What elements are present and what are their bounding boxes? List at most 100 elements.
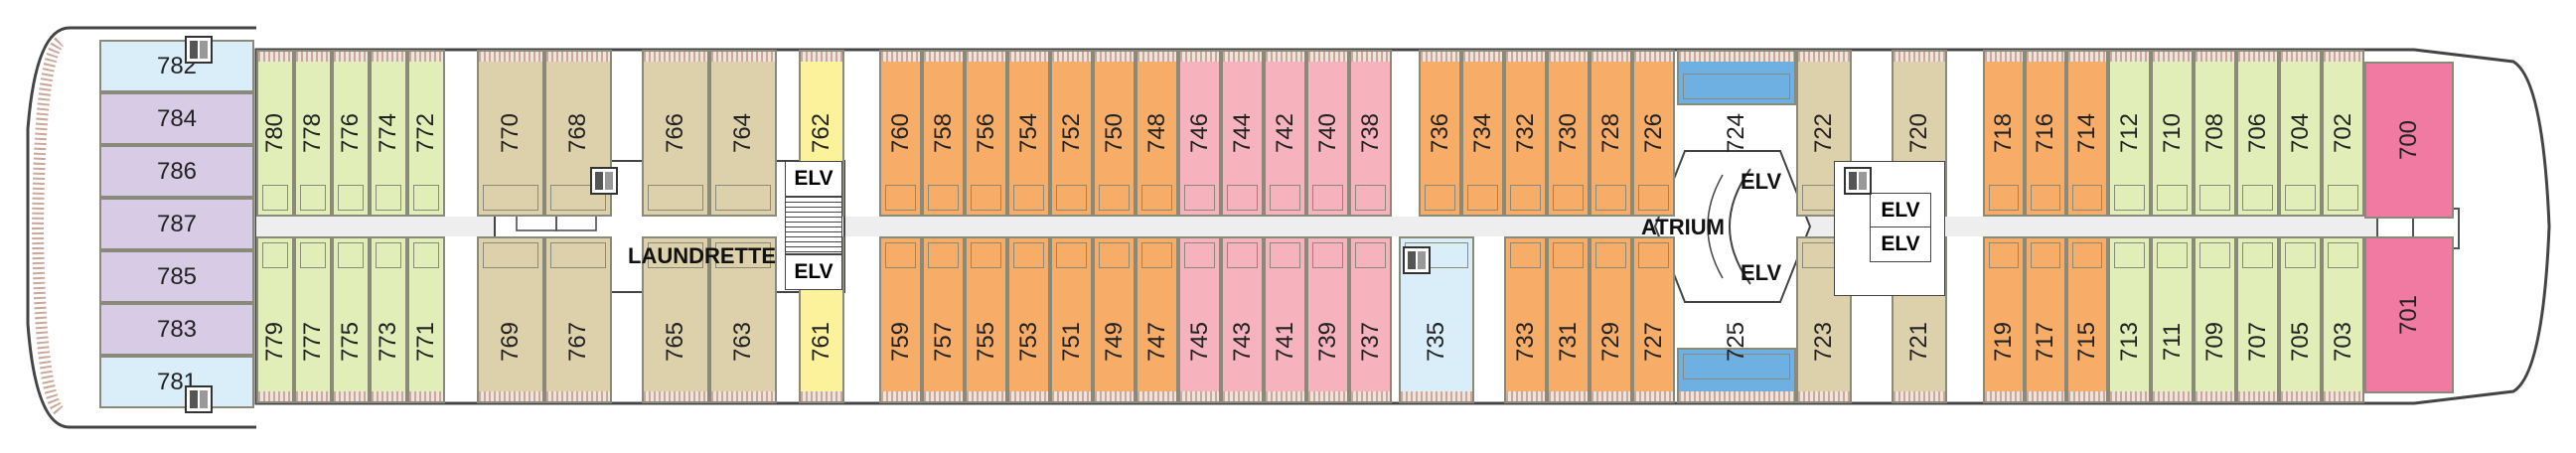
cabin-718[interactable]: 718 [1983,50,2025,217]
cabin-739[interactable]: 739 [1306,236,1349,403]
cabin-701[interactable]: 701 [2364,236,2454,393]
cabin-730[interactable]: 730 [1547,50,1590,217]
balcony-railing [1308,52,1347,62]
cabin-709[interactable]: 709 [2194,236,2236,403]
cabin-751[interactable]: 751 [1050,236,1093,403]
cabin-769[interactable]: 769 [477,236,544,403]
cabin-707[interactable]: 707 [2236,236,2279,403]
cabin-717[interactable]: 717 [2025,236,2066,403]
cabin-778[interactable]: 778 [294,50,332,217]
cabin-760[interactable]: 760 [879,50,922,217]
cabin-783[interactable]: 783 [99,303,254,356]
cabin-711[interactable]: 711 [2151,236,2194,403]
cabin-776[interactable]: 776 [332,50,370,217]
cabin-756[interactable]: 756 [965,50,1007,217]
cabin-bathroom [1099,185,1130,211]
cabin-708[interactable]: 708 [2194,50,2236,217]
cabin-755[interactable]: 755 [965,236,1007,403]
cabin-750[interactable]: 750 [1093,50,1136,217]
cabin-754[interactable]: 754 [1007,50,1050,217]
balcony-railing [967,391,1005,401]
cabin-784[interactable]: 784 [99,92,254,145]
cabin-774[interactable]: 774 [370,50,407,217]
cabin-753[interactable]: 753 [1007,236,1050,403]
cabin-710[interactable]: 710 [2151,50,2194,217]
balcony-railing [2068,391,2106,401]
cabin-759[interactable]: 759 [879,236,922,403]
cabin-bathroom [648,242,703,268]
cabin-bathroom [2031,185,2060,211]
cabin-740[interactable]: 740 [1306,50,1349,217]
cabin-number: 739 [1313,321,1341,363]
cabin-782[interactable]: 782 [99,40,254,92]
cabin-764[interactable]: 764 [709,50,777,217]
cabin-731[interactable]: 731 [1547,236,1590,403]
cabin-bathroom [2072,242,2102,268]
cabin-715[interactable]: 715 [2066,236,2108,403]
cabin-743[interactable]: 743 [1221,236,1264,403]
cabin-765[interactable]: 765 [642,236,709,403]
cabin-766[interactable]: 766 [642,50,709,217]
cabin-726[interactable]: 726 [1632,50,1675,217]
cabin-bathroom [1141,185,1172,211]
cabin-705[interactable]: 705 [2279,236,2322,403]
balcony-railing [296,52,330,62]
cabin-734[interactable]: 734 [1461,50,1504,217]
cabin-772[interactable]: 772 [407,50,445,217]
cabin-780[interactable]: 780 [256,50,294,217]
cabin-704[interactable]: 704 [2279,50,2322,217]
cabin-749[interactable]: 749 [1093,236,1136,403]
cabin-738[interactable]: 738 [1349,50,1392,217]
cabin-742[interactable]: 742 [1264,50,1306,217]
cabin-763[interactable]: 763 [709,236,777,403]
cabin-758[interactable]: 758 [922,50,965,217]
cabin-706[interactable]: 706 [2236,50,2279,217]
cabin-713[interactable]: 713 [2108,236,2151,403]
cabin-733[interactable]: 733 [1504,236,1547,403]
cabin-714[interactable]: 714 [2066,50,2108,217]
balcony-railing [1052,52,1091,62]
balcony-railing [1180,391,1219,401]
balcony-railing [1798,391,1850,401]
cabin-737[interactable]: 737 [1349,236,1392,403]
cabin-781[interactable]: 781 [99,356,254,408]
cabin-703[interactable]: 703 [2322,236,2364,403]
cabin-785[interactable]: 785 [99,250,254,303]
cabin-787[interactable]: 787 [99,198,254,250]
cabin-724[interactable]: 724 [1677,50,1796,153]
cabin-741[interactable]: 741 [1264,236,1306,403]
cabin-752[interactable]: 752 [1050,50,1093,217]
cabin-736[interactable]: 736 [1419,50,1461,217]
cabin-757[interactable]: 757 [922,236,965,403]
balcony-railing [1591,52,1630,62]
cabin-number: 709 [2200,321,2228,363]
cabin-779[interactable]: 779 [256,236,294,403]
cabin-732[interactable]: 732 [1504,50,1547,217]
cabin-770[interactable]: 770 [477,50,544,217]
cabin-777[interactable]: 777 [294,236,332,403]
cabin-712[interactable]: 712 [2108,50,2151,217]
cabin-number: 777 [299,321,326,363]
cabin-773[interactable]: 773 [370,236,407,403]
cabin-745[interactable]: 745 [1178,236,1221,403]
cabin-727[interactable]: 727 [1632,236,1675,403]
cabin-771[interactable]: 771 [407,236,445,403]
balcony-railing [967,52,1005,62]
cabin-716[interactable]: 716 [2025,50,2066,217]
cabin-bathroom [1355,185,1386,211]
cabin-786[interactable]: 786 [99,145,254,198]
cabin-700[interactable]: 700 [2364,62,2454,219]
cabin-748[interactable]: 748 [1136,50,1178,217]
cabin-744[interactable]: 744 [1221,50,1264,217]
cabin-728[interactable]: 728 [1590,50,1632,217]
cabin-729[interactable]: 729 [1590,236,1632,403]
cabin-767[interactable]: 767 [544,236,612,403]
cabin-719[interactable]: 719 [1983,236,2025,403]
cabin-746[interactable]: 746 [1178,50,1221,217]
balcony-railing [2068,52,2106,62]
balcony-railing [1308,391,1347,401]
cabin-702[interactable]: 702 [2322,50,2364,217]
cabin-725[interactable]: 725 [1677,322,1796,403]
cabin-747[interactable]: 747 [1136,236,1178,403]
cabin-775[interactable]: 775 [332,236,370,403]
